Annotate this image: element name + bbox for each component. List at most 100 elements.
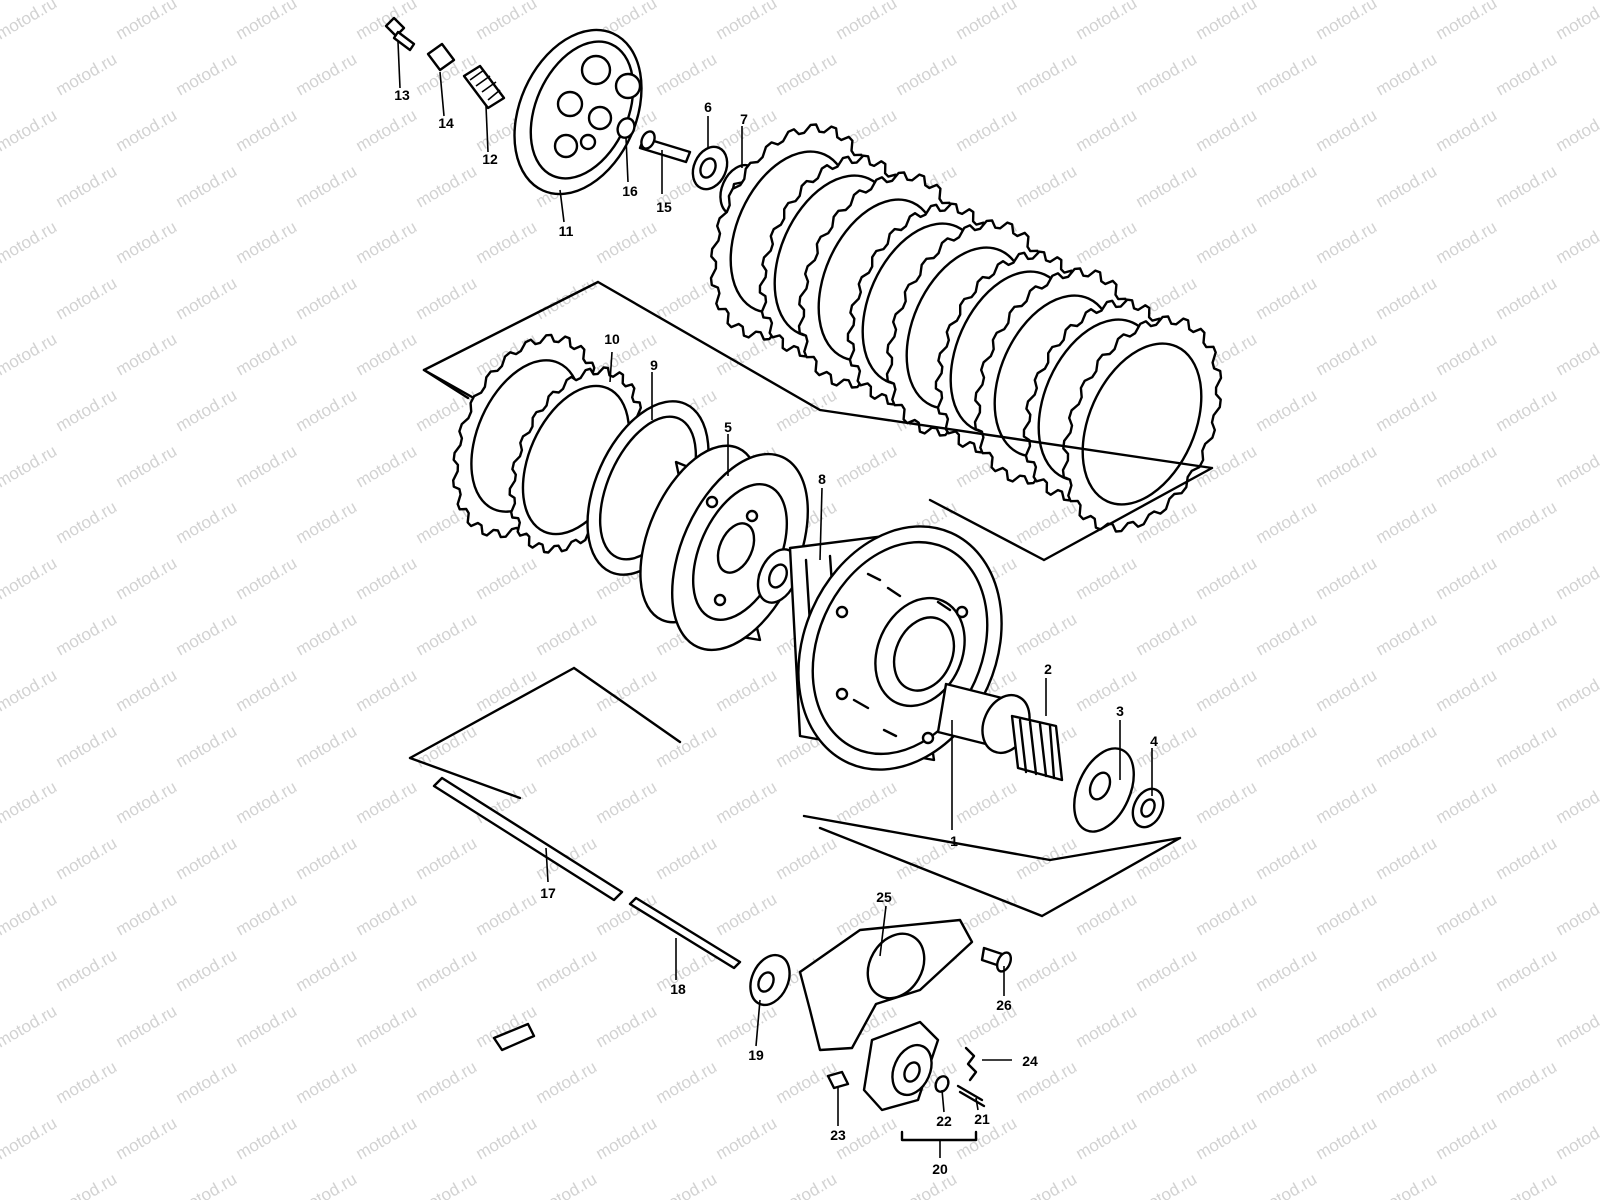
watermark-text: motod.ru xyxy=(53,161,121,211)
watermark-text: motod.ru xyxy=(293,1169,361,1200)
callout-6: 6 xyxy=(704,99,712,115)
watermark-text: motod.ru xyxy=(293,273,361,323)
watermark-text: motod.ru xyxy=(293,721,361,771)
watermark-text: motod.ru xyxy=(233,1113,301,1163)
watermark-text: motod.ru xyxy=(293,609,361,659)
watermark-text: motod.ru xyxy=(533,945,601,995)
watermark-text: motod.ru xyxy=(1253,945,1321,995)
watermark-text: motod.ru xyxy=(113,217,181,267)
watermark-text: motod.ru xyxy=(293,497,361,547)
watermark-text: motod.ru xyxy=(1253,833,1321,883)
watermark-text: motod.ru xyxy=(593,777,661,827)
watermark-text: motod.ru xyxy=(1313,329,1381,379)
watermark-text: motod.ru xyxy=(1133,721,1201,771)
seal-19 xyxy=(749,953,791,1007)
watermark-text: motod.ru xyxy=(413,161,481,211)
watermark-text: motod.ru xyxy=(1553,441,1600,491)
watermark-text: motod.ru xyxy=(1133,1169,1201,1200)
watermark-text: motod.ru xyxy=(233,329,301,379)
watermark-text: motod.ru xyxy=(1313,665,1381,715)
watermark-text: motod.ru xyxy=(113,665,181,715)
watermark-text: motod.ru xyxy=(173,497,241,547)
watermark-text: motod.ru xyxy=(473,889,541,939)
callout-labels: 13 14 12 11 16 15 6 7 10 9 5 8 2 3 4 1 1… xyxy=(394,87,1158,1177)
watermark-text: motod.ru xyxy=(0,329,60,379)
watermark-text: motod.ru xyxy=(1553,0,1600,43)
watermark-text: motod.ru xyxy=(1433,441,1501,491)
watermark-text: motod.ru xyxy=(293,945,361,995)
watermark-text: motod.ru xyxy=(1013,49,1081,99)
watermark-text: motod.ru xyxy=(1013,609,1081,659)
watermark-text: motod.ru xyxy=(293,385,361,435)
watermark-text: motod.ru xyxy=(473,1113,541,1163)
watermark-text: motod.ru xyxy=(233,553,301,603)
watermark-text: motod.ru xyxy=(893,49,961,99)
watermark-text: motod.ru xyxy=(653,1169,721,1200)
watermark-text: motod.ru xyxy=(173,833,241,883)
watermark-text: motod.ru xyxy=(1073,217,1141,267)
watermark-text: motod.ru xyxy=(53,721,121,771)
watermark-text: motod.ru xyxy=(1013,1169,1081,1200)
watermark-text: motod.ru xyxy=(353,777,421,827)
watermark-text: motod.ru xyxy=(1553,889,1600,939)
callout-1: 1 xyxy=(950,833,958,849)
watermark-text: motod.ru xyxy=(1493,609,1561,659)
watermark-text: motod.ru xyxy=(113,1001,181,1051)
watermark-text: motod.ru xyxy=(1193,0,1261,43)
watermark-text: motod.ru xyxy=(1493,273,1561,323)
watermark-text: motod.ru xyxy=(113,441,181,491)
watermark-text: motod.ru xyxy=(1433,0,1501,43)
watermark-text: motod.ru xyxy=(1193,1001,1261,1051)
nut-22 xyxy=(934,1075,950,1093)
watermark-text: motod.ru xyxy=(1433,777,1501,827)
watermark-text: motod.ru xyxy=(1253,1169,1321,1200)
watermark-text: motod.ru xyxy=(1133,609,1201,659)
watermark-text: motod.ru xyxy=(473,0,541,43)
watermark-text: motod.ru xyxy=(533,609,601,659)
watermark-text: motod.ru xyxy=(1553,553,1600,603)
watermark-text: motod.ru xyxy=(1373,945,1441,995)
front-arrow-icon xyxy=(492,1022,536,1052)
watermark-text: motod.ru xyxy=(1373,273,1441,323)
callout-26: 26 xyxy=(996,997,1012,1013)
watermark-text: motod.ru xyxy=(233,889,301,939)
callout-21: 21 xyxy=(974,1111,990,1127)
watermark-text: motod.ru xyxy=(0,777,60,827)
watermark-text: motod.ru xyxy=(1253,497,1321,547)
bolt-23 xyxy=(826,1070,850,1090)
watermark-text: motod.ru xyxy=(1073,1113,1141,1163)
watermark-text: motod.ru xyxy=(1073,889,1141,939)
watermark-text: motod.ru xyxy=(773,833,841,883)
watermark-text: motod.ru xyxy=(173,945,241,995)
watermark-text: motod.ru xyxy=(1253,49,1321,99)
callout-2: 2 xyxy=(1044,661,1052,677)
watermark-text: motod.ru xyxy=(53,945,121,995)
watermark-text: motod.ru xyxy=(293,49,361,99)
release-gasket-25 xyxy=(798,918,974,1052)
watermark-text: motod.ru xyxy=(1553,105,1600,155)
watermark-text: motod.ru xyxy=(353,553,421,603)
callout-8: 8 xyxy=(818,471,826,487)
callout-3: 3 xyxy=(1116,703,1124,719)
watermark-text: motod.ru xyxy=(713,889,781,939)
watermark-text: motod.ru xyxy=(53,497,121,547)
watermark-text: motod.ru xyxy=(1433,1001,1501,1051)
lifter-rod-15 xyxy=(638,130,692,164)
watermark-text: motod.ru xyxy=(593,1001,661,1051)
watermark-text: motod.ru xyxy=(1373,1057,1441,1107)
watermark-text: motod.ru xyxy=(173,161,241,211)
watermark-text: motod.ru xyxy=(0,553,60,603)
watermark-text: motod.ru xyxy=(113,329,181,379)
leader-lines xyxy=(397,41,1153,1158)
watermark-text: motod.ru xyxy=(53,273,121,323)
callout-22: 22 xyxy=(936,1113,952,1129)
watermark-text: motod.ru xyxy=(1493,497,1561,547)
watermark-text: motod.ru xyxy=(53,1057,121,1107)
watermark-text: motod.ru xyxy=(1313,553,1381,603)
watermark-text: motod.ru xyxy=(1433,217,1501,267)
watermark-text: motod.ru xyxy=(1193,889,1261,939)
watermark-text: motod.ru xyxy=(713,665,781,715)
watermark-text: motod.ru xyxy=(1313,105,1381,155)
watermark-text: motod.ru xyxy=(413,721,481,771)
